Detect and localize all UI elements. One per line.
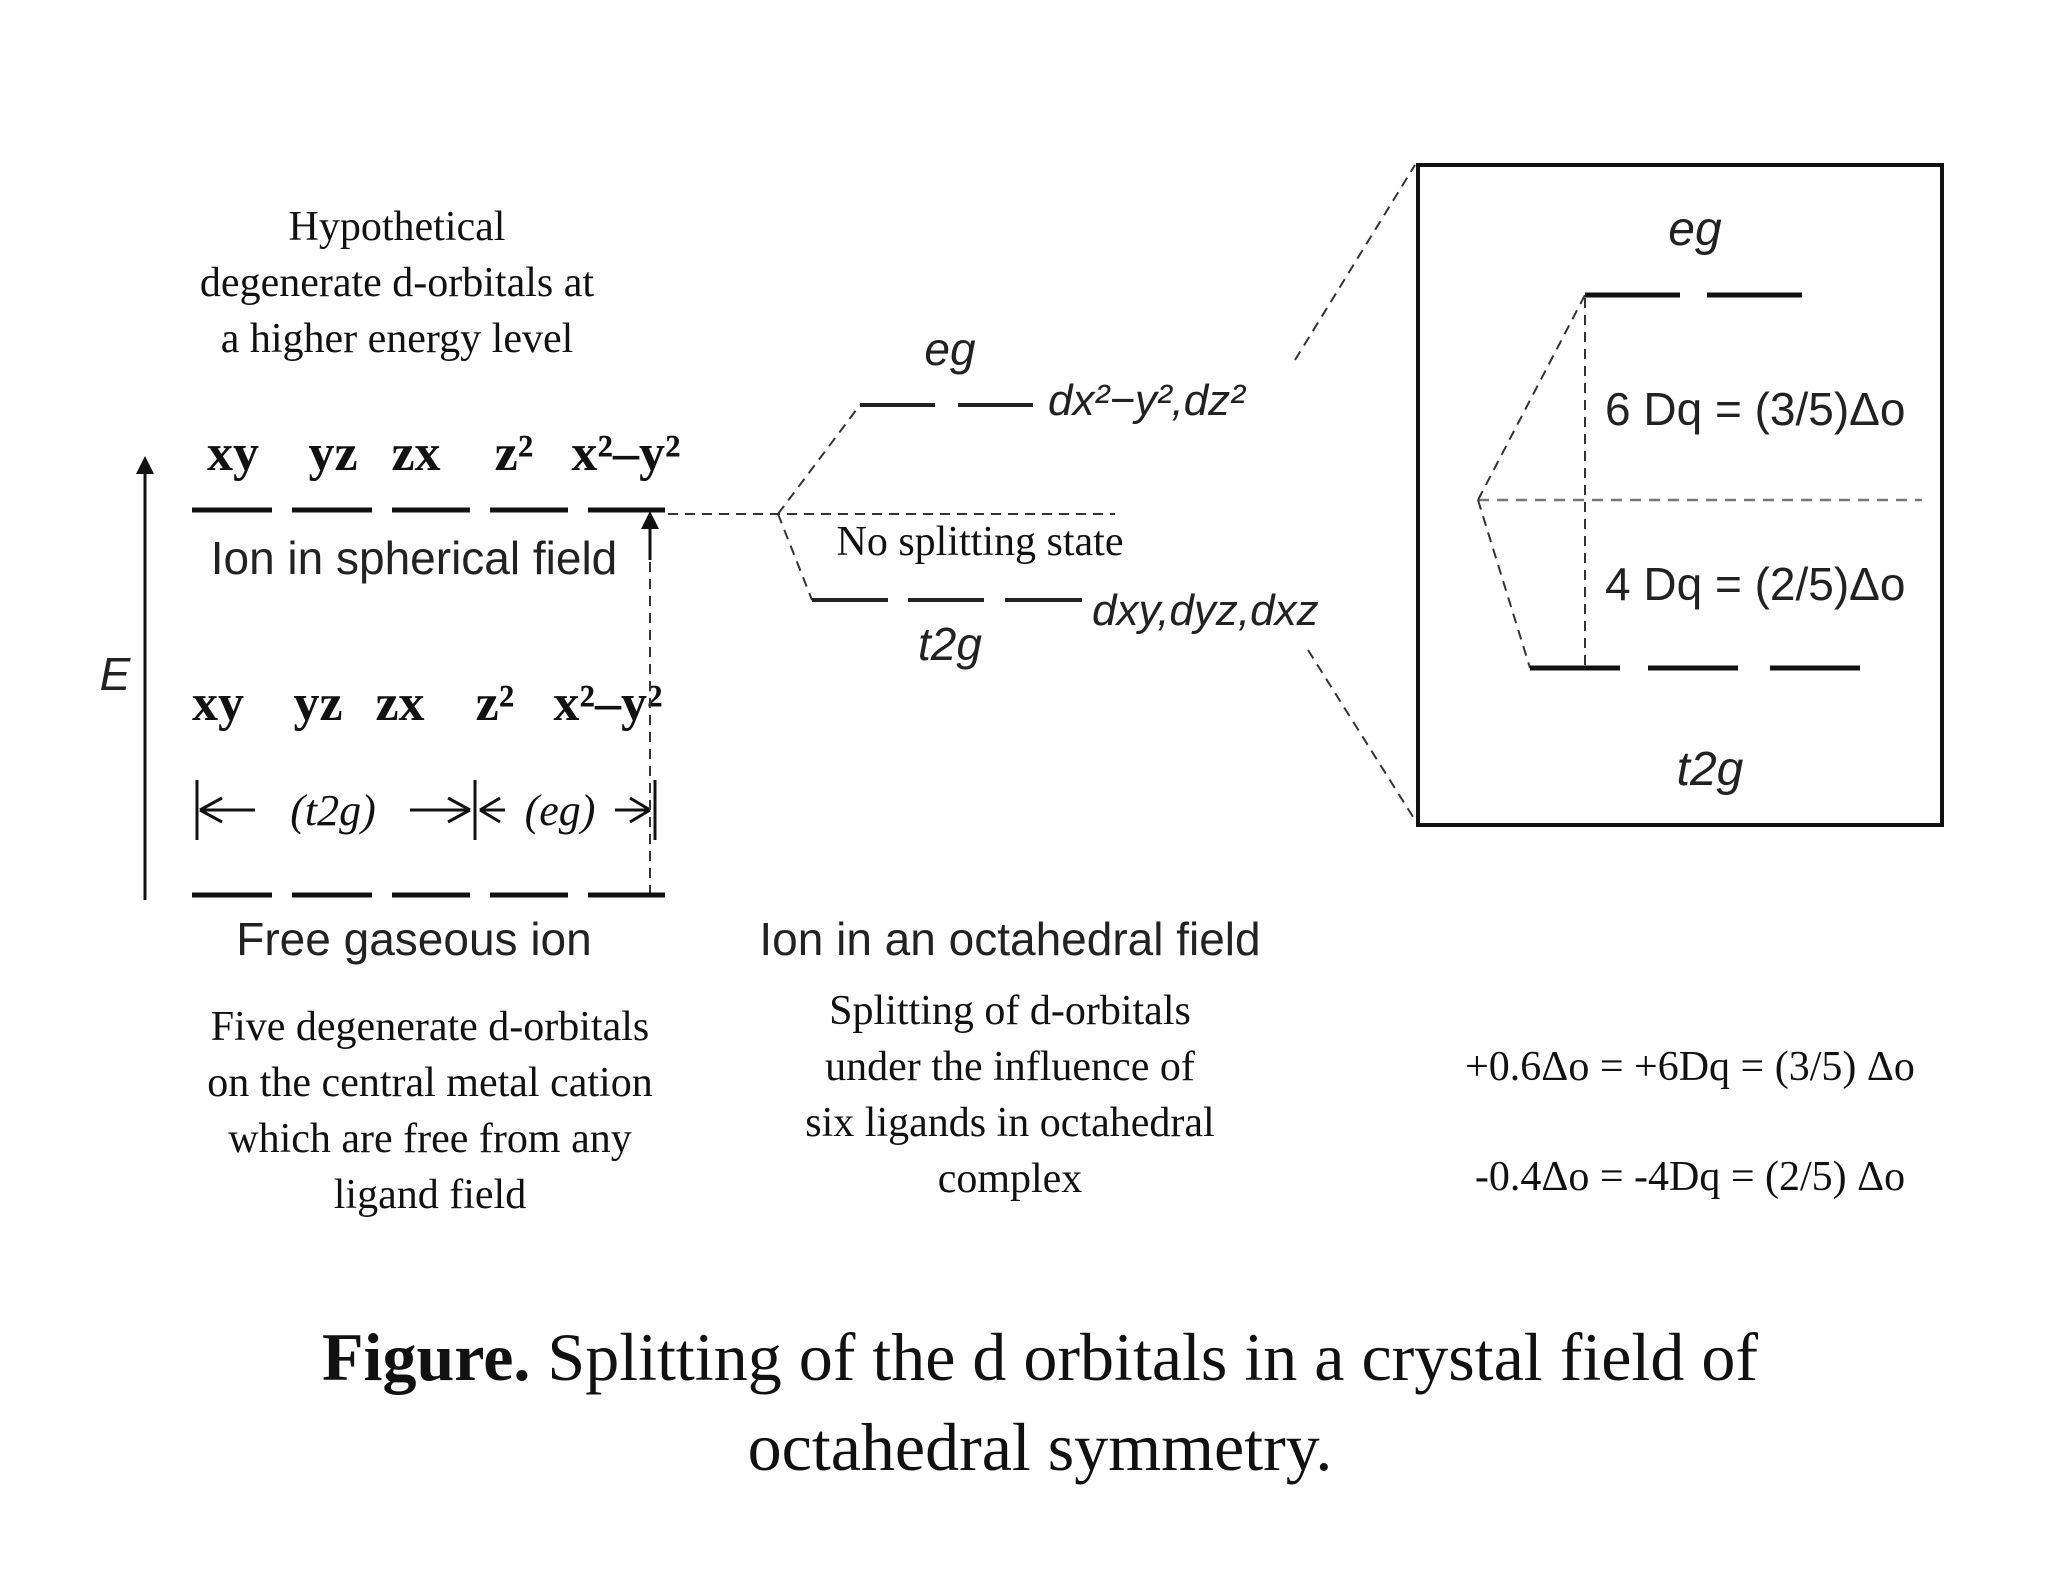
free-ion-desc-line-4: ligand field xyxy=(334,1172,526,1218)
orbital-label-zx-lower: zx xyxy=(375,675,424,732)
upper-orbital-labels: xy yz zx z² x²–y² xyxy=(207,425,681,482)
eg-connector xyxy=(777,404,861,515)
free-ion-description: Five degenerate d-orbitals on the centra… xyxy=(207,1004,652,1218)
lower-orbital-labels: xy yz zx z² x²–y² xyxy=(192,675,663,732)
t2g-label: t2g xyxy=(918,618,982,670)
zoom-box xyxy=(1416,163,1944,827)
bracket-arrow-left xyxy=(199,796,255,824)
caption-line-2: octahedral symmetry. xyxy=(748,1409,1333,1485)
spherical-field-label: Ion in spherical field xyxy=(211,532,618,584)
orbital-label-yz-upper: yz xyxy=(308,425,357,482)
equation-positive: +0.6Δo = +6Dq = (3/5) Δo xyxy=(1465,1044,1915,1090)
orbital-label-xy-upper: xy xyxy=(207,425,259,482)
hypothetical-line-3: a higher energy level xyxy=(221,316,574,362)
bracket-row: (t2g) (eg) xyxy=(195,780,657,840)
free-ion-label: Free gaseous ion xyxy=(236,913,591,965)
hypothetical-line-1: Hypothetical xyxy=(289,204,506,250)
box-lower-equation: 4 Dq = (2/5)Δo xyxy=(1605,558,1905,610)
octahedral-desc-line-3: six ligands in octahedral xyxy=(805,1100,1214,1146)
box-eg-label: eg xyxy=(1668,203,1722,256)
orbital-label-z2-upper: z² xyxy=(495,425,534,482)
energy-axis-label: E xyxy=(100,648,132,700)
orbital-label-zx-upper: zx xyxy=(391,425,440,482)
t2g-connector xyxy=(777,513,813,601)
zoom-connector-bottom xyxy=(1307,649,1416,821)
octahedral-field-label: Ion in an octahedral field xyxy=(759,913,1260,965)
hypothetical-line-2: degenerate d-orbitals at xyxy=(200,260,594,306)
free-ion-desc-line-2: on the central metal cation xyxy=(207,1060,652,1106)
no-splitting-label: No splitting state xyxy=(837,519,1124,565)
box-eg-connector xyxy=(1477,294,1586,501)
octahedral-description: Splitting of d-orbitals under the influe… xyxy=(805,988,1214,1202)
free-ion-desc-line-1: Five degenerate d-orbitals xyxy=(211,1004,650,1050)
orbital-label-yz-lower: yz xyxy=(293,675,342,732)
box-t2g-connector xyxy=(1477,499,1531,669)
t2g-orbitals-label: dxy,dyz,dxz xyxy=(1092,586,1319,635)
orbital-label-xy-lower: xy xyxy=(192,675,244,732)
eg-label: eg xyxy=(924,323,976,375)
orbital-label-x2y2-lower: x²–y² xyxy=(553,675,662,732)
bracket-t2g-label: (t2g) xyxy=(290,786,376,835)
bracket-arrow-mid-right xyxy=(410,796,471,824)
hypothetical-text: Hypothetical degenerate d-orbitals at a … xyxy=(200,204,594,362)
orbital-label-x2y2-upper: x²–y² xyxy=(571,425,680,482)
octahedral-desc-line-1: Splitting of d-orbitals xyxy=(829,988,1191,1034)
octahedral-desc-line-2: under the influence of xyxy=(825,1044,1195,1090)
bracket-arrow-right xyxy=(615,796,651,824)
caption-text-1: Splitting of the d orbitals in a crystal… xyxy=(530,1319,1758,1395)
octahedral-desc-line-4: complex xyxy=(938,1156,1083,1202)
orbital-label-z2-lower: z² xyxy=(476,675,515,732)
caption-line-1: Figure. Splitting of the d orbitals in a… xyxy=(322,1319,1758,1395)
box-upper-equation: 6 Dq = (3/5)Δo xyxy=(1605,383,1905,435)
caption-bold: Figure. xyxy=(322,1319,530,1395)
free-ion-desc-line-3: which are free from any xyxy=(228,1116,631,1162)
eg-orbitals-label: dx²−y²,dz² xyxy=(1048,376,1246,425)
zoom-connector-top xyxy=(1294,164,1416,361)
box-t2g-label: t2g xyxy=(1677,743,1744,796)
equation-negative: -0.4Δo = -4Dq = (2/5) Δo xyxy=(1475,1154,1905,1200)
bracket-arrow-mid-left xyxy=(479,796,505,824)
bracket-eg-label: (eg) xyxy=(525,786,596,835)
